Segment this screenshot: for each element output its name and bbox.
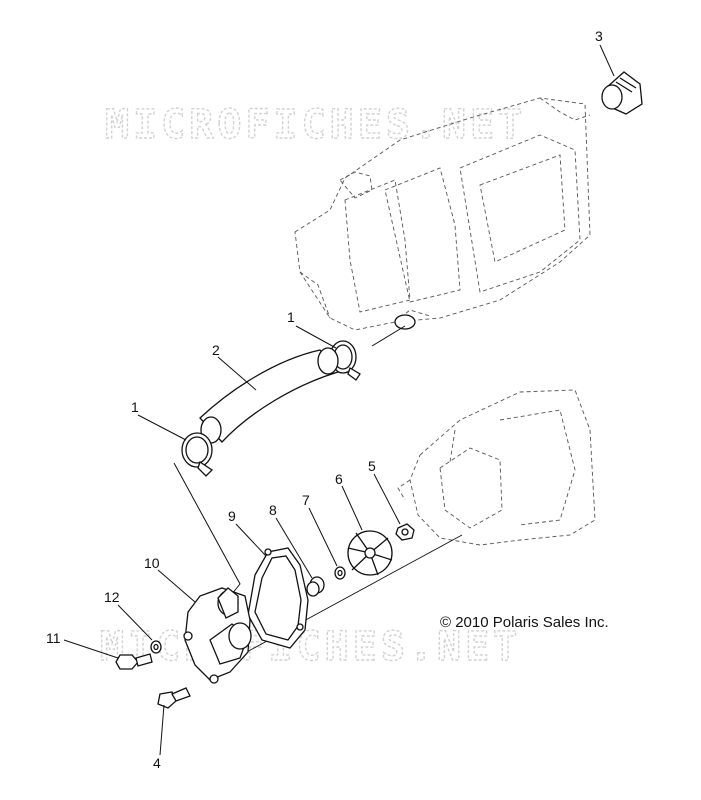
callout-2: 2 [212, 342, 220, 358]
watermark-bottom: MICROFICHES.NET [100, 624, 521, 670]
callout-10: 10 [144, 555, 160, 571]
callout-3: 3 [595, 28, 603, 44]
callout-9: 9 [228, 508, 236, 524]
callout-11: 11 [46, 630, 61, 646]
callout-6: 6 [335, 471, 343, 487]
head-outlet-stub [371, 314, 416, 347]
callout-12: 12 [104, 589, 120, 605]
callout-4: 4 [153, 755, 161, 771]
part-3-plug[interactable] [601, 71, 643, 115]
part-7-washer[interactable] [334, 566, 346, 580]
copyright-notice: © 2010 Polaris Sales Inc. [440, 614, 609, 631]
callout-5: 5 [368, 458, 376, 474]
part-6-impeller[interactable] [347, 530, 393, 576]
part-11-bolt[interactable] [115, 653, 153, 670]
part-9-gasket[interactable] [247, 547, 309, 649]
callout-1-upper: 1 [287, 309, 295, 325]
part-4-bolt[interactable] [157, 687, 191, 709]
leader-lines [63, 44, 615, 756]
part-1-clamp-lower[interactable] [181, 432, 214, 477]
part-5-nut[interactable] [395, 523, 415, 541]
callout-1-lower: 1 [131, 399, 139, 415]
watermark-top: MICROFICHES.NET [105, 102, 526, 148]
part-8-seal[interactable] [306, 576, 325, 597]
callout-8: 8 [269, 502, 277, 518]
part-10-pump-housing[interactable] [183, 587, 252, 684]
part-12-washer[interactable] [150, 640, 162, 654]
callout-7: 7 [302, 492, 310, 508]
part-2-hose[interactable] [199, 347, 340, 444]
crankcase-ghost [397, 389, 596, 546]
cylinder-head-ghost [294, 97, 591, 331]
